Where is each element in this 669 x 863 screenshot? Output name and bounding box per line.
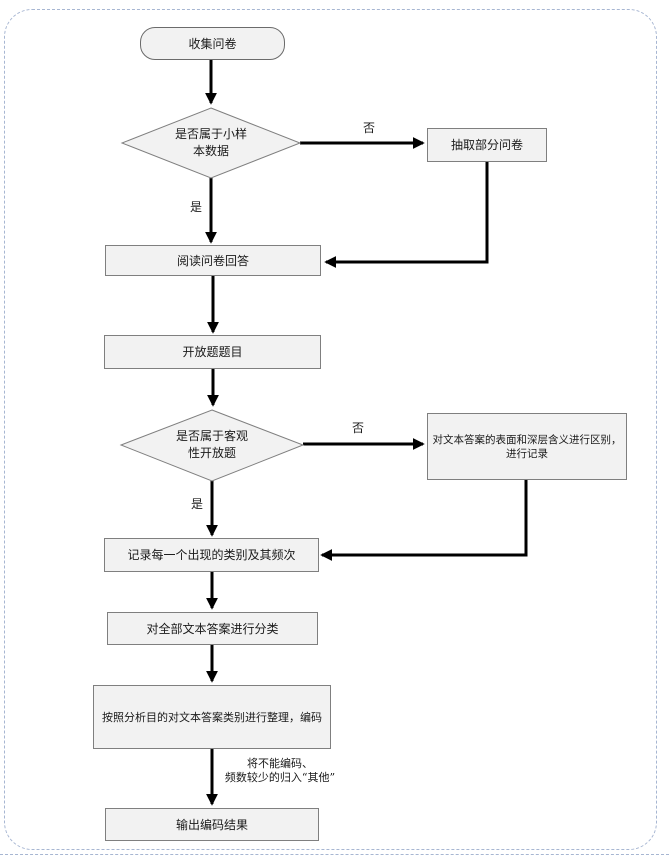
decision-small-sample-diamond [120, 107, 302, 179]
node-output-result: 输出编码结果 [105, 808, 319, 841]
node-open-question-item: 开放题题目 [104, 335, 321, 369]
branch-label-no-2: 否 [352, 421, 365, 435]
decision-objective-open-label: 是否属于客观 性开放题 [175, 429, 248, 460]
decision-objective-open-diamond [119, 409, 305, 482]
arrow-extract-to-read [324, 162, 489, 268]
node-read-answers: 阅读问卷回答 [105, 245, 321, 276]
branch-label-no-1: 否 [363, 121, 376, 135]
page-bottom-edge [0, 854, 669, 855]
node-arrange-and-code: 按照分析目的对文本答案类别进行整理，编码 [93, 685, 331, 749]
branch-label-yes-1: 是 [190, 200, 203, 214]
node-record-category-freq: 记录每一个出现的类别及其频次 [104, 538, 319, 572]
node-extract-partial: 抽取部分问卷 [427, 128, 547, 162]
edge-annotation-cannot-code: 将不能编码、 频数较少的归入“其他” [224, 757, 336, 784]
node-start: 收集问卷 [140, 27, 285, 60]
branch-label-yes-2: 是 [191, 497, 204, 511]
decision-small-sample-label: 是否属于小样 本数据 [174, 127, 247, 158]
page-rounded-border [4, 9, 657, 850]
arrow-distinguish-to-record [320, 480, 528, 561]
node-classify-all-answers: 对全部文本答案进行分类 [107, 612, 318, 645]
node-distinguish-meaning: 对文本答案的表面和深层含义进行区别， 进行记录 [427, 413, 627, 480]
